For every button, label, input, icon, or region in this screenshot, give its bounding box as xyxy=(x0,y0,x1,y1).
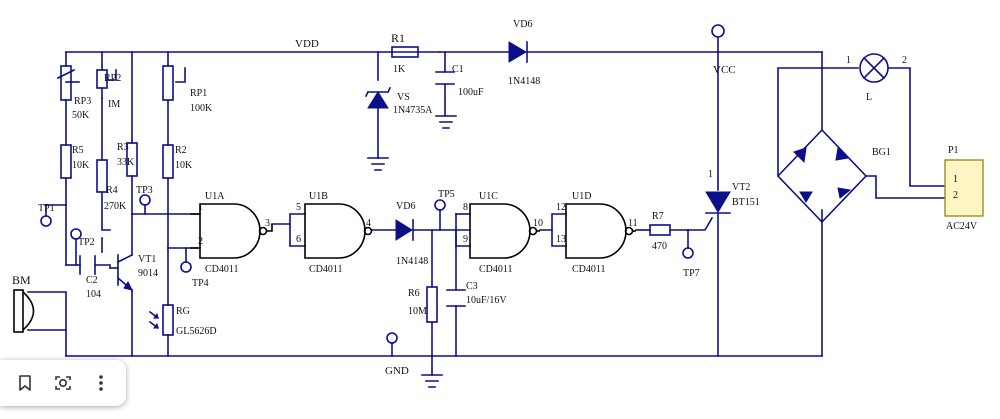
resistors xyxy=(56,46,671,323)
label-pin13: 13 xyxy=(556,234,566,245)
label-u1b: U1B xyxy=(309,191,328,202)
transistor-vt1 xyxy=(109,253,134,292)
label-rp1-val: 100K xyxy=(190,103,213,114)
lens-button[interactable] xyxy=(49,369,77,397)
image-toolbar xyxy=(0,360,126,406)
label-u1b-part: CD4011 xyxy=(309,264,343,275)
label-u1c: U1C xyxy=(479,191,498,202)
label-tp4: TP4 xyxy=(192,278,209,289)
label-vt1-val: 9014 xyxy=(138,268,158,279)
label-vd6b: VD6 xyxy=(396,201,415,212)
label-rp2: RP2 xyxy=(104,73,121,84)
label-p1-val: AC24V xyxy=(946,221,978,232)
more-options-button[interactable] xyxy=(87,369,115,397)
label-u1a-part: CD4011 xyxy=(205,264,239,275)
label-c1: C1 xyxy=(452,64,464,75)
bookmark-icon xyxy=(19,375,31,391)
label-rp1: RP1 xyxy=(190,88,207,99)
photoresistor-rg xyxy=(148,304,174,336)
test-points xyxy=(40,24,725,357)
label-rg: RG xyxy=(176,306,190,317)
microphone-bm xyxy=(13,289,35,333)
label-rp3-val: 50K xyxy=(72,110,90,121)
label-r7: R7 xyxy=(652,211,664,222)
wires xyxy=(27,37,946,376)
label-r2: R2 xyxy=(175,145,187,156)
label-rp3: RP3 xyxy=(74,96,91,107)
label-r5: R5 xyxy=(72,145,84,156)
label-tp1: TP1 xyxy=(38,203,55,214)
label-pin2: 2 xyxy=(198,236,203,247)
label-vt2-pin: 1 xyxy=(708,169,713,180)
label-r7-val: 470 xyxy=(652,241,667,252)
label-vs: VS xyxy=(397,92,410,103)
label-r4-val: 270K xyxy=(104,201,127,212)
label-vd6a: VD6 xyxy=(513,19,532,30)
label-r5-val: 10K xyxy=(72,160,90,171)
label-tp7: TP7 xyxy=(683,268,700,279)
label-lamp-p1: 1 xyxy=(846,55,851,66)
ground-symbols xyxy=(367,115,457,388)
label-gnd: GND xyxy=(385,365,409,377)
label-vd6b-val: 1N4148 xyxy=(396,256,428,267)
more-vert-icon xyxy=(99,375,103,391)
label-c3-val: 10uF/16V xyxy=(466,295,507,306)
label-pin1: 1 xyxy=(198,202,203,213)
label-lamp-p2: 2 xyxy=(902,55,907,66)
label-vdd: VDD xyxy=(295,38,319,50)
label-tp3: TP3 xyxy=(136,185,153,196)
label-rg-val: GL5626D xyxy=(176,326,217,337)
label-u1c-part: CD4011 xyxy=(479,264,513,275)
label-pin12: 12 xyxy=(556,202,566,213)
label-r3: R3 xyxy=(117,142,129,153)
label-vt1: VT1 xyxy=(138,254,156,265)
bookmark-button[interactable] xyxy=(11,369,39,397)
label-r4: R4 xyxy=(106,185,118,196)
label-tp2: TP2 xyxy=(78,237,95,248)
label-r1: R1 xyxy=(391,31,405,45)
lamp-l xyxy=(859,53,889,83)
label-bm: BM xyxy=(12,273,31,287)
label-bg1: BG1 xyxy=(872,147,891,158)
label-pin10: 10 xyxy=(533,218,543,229)
label-p1-pin1: 1 xyxy=(953,174,958,185)
label-pin4: 4 xyxy=(366,218,371,229)
label-vd6a-val: 1N4148 xyxy=(508,76,540,87)
diodes xyxy=(364,41,731,241)
label-tp5: TP5 xyxy=(438,189,455,200)
label-p1: P1 xyxy=(948,145,959,156)
label-pin9: 9 xyxy=(463,234,468,245)
label-pin5: 5 xyxy=(296,202,301,213)
nand-gates xyxy=(190,203,636,259)
label-pin8: 8 xyxy=(463,202,468,213)
label-vt2: VT2 xyxy=(732,182,750,193)
label-u1d-part: CD4011 xyxy=(572,264,606,275)
label-rp2-val: IM xyxy=(108,99,120,110)
label-vt2-val: BT151 xyxy=(732,197,760,208)
label-r6-val: 10M xyxy=(408,306,427,317)
label-r2-val: 10K xyxy=(175,160,193,171)
label-u1d: U1D xyxy=(572,191,591,202)
capacitors xyxy=(79,71,466,307)
label-lamp: L xyxy=(866,92,872,103)
connector-p1 xyxy=(944,159,984,217)
label-r3-val: 33K xyxy=(117,157,135,168)
label-c2-val: 104 xyxy=(86,289,101,300)
label-r6: R6 xyxy=(408,288,420,299)
label-c1-val: 100uF xyxy=(458,87,484,98)
label-c2: C2 xyxy=(86,275,98,286)
label-u1a: U1A xyxy=(205,191,225,202)
label-p1-pin2: 2 xyxy=(953,190,958,201)
label-c3: C3 xyxy=(466,281,478,292)
label-vcc: VCC xyxy=(713,64,736,76)
label-pin3: 3 xyxy=(265,218,270,229)
labels: VDD VCC GND R1 1K C1 100uF VS 1N4735A VD… xyxy=(12,19,978,377)
label-r1-val: 1K xyxy=(393,64,406,75)
label-vs-val: 1N4735A xyxy=(393,105,433,116)
label-pin6: 6 xyxy=(296,234,301,245)
lens-icon xyxy=(55,376,71,390)
label-pin11: 11 xyxy=(628,218,638,229)
bridge-rectifier-bg1 xyxy=(776,128,868,224)
